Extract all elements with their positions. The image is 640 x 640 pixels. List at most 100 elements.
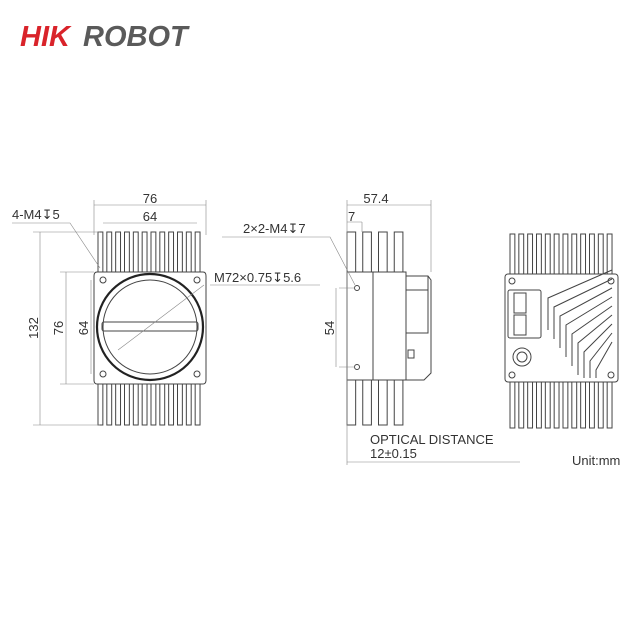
heatsink-fin <box>509 233 516 275</box>
back-top-fins <box>509 233 613 275</box>
back-view <box>504 233 619 429</box>
heatsink-fin <box>378 379 388 426</box>
back-body <box>504 273 619 383</box>
heatsink-fin <box>346 379 357 426</box>
heatsink-fin <box>168 383 175 426</box>
ethernet-panel <box>507 289 542 339</box>
back-screw <box>508 371 516 379</box>
lens-mount-outer <box>95 272 205 382</box>
back-screw <box>607 277 615 285</box>
diagonal-rib <box>553 278 613 339</box>
leader-lines <box>12 222 320 351</box>
heatsink-fin <box>606 381 613 429</box>
heatsink-fin <box>124 383 130 426</box>
heatsink-fin <box>553 381 560 429</box>
heatsink-fin <box>194 383 201 426</box>
mount-hole <box>99 370 107 378</box>
heatsink-fin <box>527 233 534 275</box>
heatsink-fin <box>536 233 542 275</box>
heatsink-fin <box>115 231 122 273</box>
dim-width-64: 64 <box>143 209 157 224</box>
heatsink-fin <box>393 379 404 426</box>
heatsink-fin <box>606 233 613 275</box>
optical-distance-label: OPTICAL DISTANCE <box>370 432 494 447</box>
dim-height-76: 76 <box>51 321 66 335</box>
front-view: 76 64 4-M4↧5 M72×0.75↧5.6 132 76 64 <box>12 191 320 426</box>
mount-hole <box>193 276 201 284</box>
side-dim-lines <box>222 200 520 465</box>
heatsink-fin <box>393 231 404 273</box>
heatsink-fin <box>589 381 595 429</box>
logo-part-robot: ROBOT <box>83 21 190 53</box>
heatsink-fin <box>571 381 578 429</box>
back-bottom-fins <box>509 381 613 429</box>
heatsink-fin <box>562 381 569 429</box>
heatsink-fin <box>97 383 104 426</box>
diagonal-rib <box>559 287 613 348</box>
heatsink-fin <box>509 381 516 429</box>
side-view: 57.4 7 2×2-M4↧7 54 OPTICAL DISTANCE 12±0… <box>222 191 520 465</box>
io-connector <box>512 347 532 367</box>
lens-mount-label: M72×0.75↧5.6 <box>214 270 301 285</box>
diagonal-rib <box>589 332 613 378</box>
side-top-fins <box>346 231 404 273</box>
ethernet-port <box>513 292 527 314</box>
front-bottom-fins <box>97 383 201 426</box>
front-body <box>93 271 207 385</box>
heatsink-fin <box>132 231 139 273</box>
side-body <box>346 271 407 381</box>
diagonal-rib <box>583 323 613 378</box>
diagonal-rib <box>595 341 613 378</box>
diagonal-rib <box>565 296 613 357</box>
dim-height-132: 132 <box>26 317 41 339</box>
heatsink-fin <box>168 231 175 273</box>
heatsink-fin <box>159 231 166 273</box>
dim-hole-spacing-54: 54 <box>322 321 337 335</box>
heatsink-fin <box>527 381 534 429</box>
lens-mount-bar <box>101 321 199 332</box>
heatsink-fin <box>159 383 166 426</box>
side-rear-housing <box>406 275 432 381</box>
heatsink-fin <box>571 233 578 275</box>
side-holes-label: 2×2-M4↧7 <box>243 221 306 236</box>
mount-hole <box>193 370 201 378</box>
logo-part-hik: HIK <box>20 21 72 53</box>
heatsink-fin <box>185 383 192 426</box>
diagonal-rib <box>571 305 613 366</box>
side-hole <box>354 285 360 291</box>
side-connector <box>407 349 415 359</box>
mount-holes-label: 4-M4↧5 <box>12 207 60 222</box>
heatsink-fin <box>177 231 183 273</box>
dim-offset-7: 7 <box>348 209 355 224</box>
optical-distance-value: 12±0.15 <box>370 446 417 461</box>
heatsink-fin <box>544 381 551 429</box>
dim-lines-width <box>93 200 207 235</box>
heatsink-fin <box>553 233 560 275</box>
heatsink-fin <box>362 379 372 426</box>
heatsink-fin <box>124 231 130 273</box>
back-screw <box>607 371 615 379</box>
heatsink-fin <box>562 233 569 275</box>
lens-mount-inner <box>102 279 198 375</box>
heatsink-fin <box>115 383 122 426</box>
dim-length-57-4: 57.4 <box>363 191 388 206</box>
heatsink-fin <box>185 231 192 273</box>
heatsink-fin <box>597 233 604 275</box>
heatsink-fin <box>580 381 587 429</box>
diagonal-rib <box>577 314 613 375</box>
io-connector-pins <box>516 351 528 363</box>
heatsink-fin <box>150 231 157 273</box>
hikrobot-logo: HIK ROBOT <box>20 21 190 53</box>
side-hole <box>354 364 360 370</box>
back-diagonal-ribs <box>547 269 613 378</box>
dim-height-64: 64 <box>76 321 91 335</box>
dim-lines-height <box>33 231 100 426</box>
heatsink-fin <box>518 381 525 429</box>
heatsink-fin <box>378 231 388 273</box>
heatsink-fin <box>362 231 372 273</box>
heatsink-fin <box>597 381 604 429</box>
heatsink-fin <box>194 231 201 273</box>
dim-width-76: 76 <box>143 191 157 206</box>
